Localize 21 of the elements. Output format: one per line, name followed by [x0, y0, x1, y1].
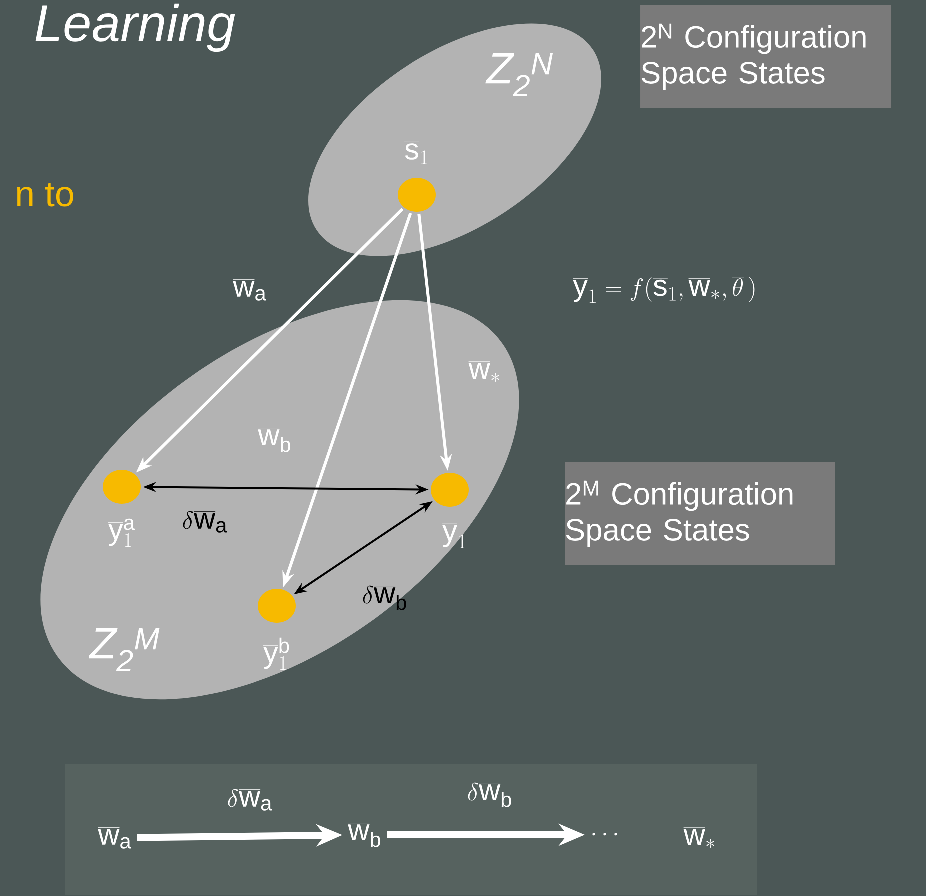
formula: $\cdots$: [592, 833, 618, 836]
space-label: Z$_{2}$N: [486, 53, 554, 97]
state-label: $\overline{\mathrm{y}}_1^{\mathrm{b}}$: [263, 638, 290, 670]
info-box: 2$^{N}$ Configuration Space States: [640, 6, 892, 108]
state-label: $\overline{\mathrm{s}}_1$: [404, 142, 428, 164]
formula: $\overline{\mathrm{w}}_{*}$: [684, 828, 714, 848]
formula-band: [65, 764, 757, 896]
formula: $\overline{\mathrm{w}}_{\mathrm{b}}$: [348, 823, 380, 848]
formula: $\overline{\mathrm{w}}_{\mathrm{a}}$: [98, 828, 132, 849]
edge-label: $\overline{\mathrm{w}}_{*}$: [468, 362, 500, 382]
info-box: 2$^{M}$ Configuration Space States: [565, 462, 835, 566]
formula: $\overline{\mathrm{y}}_1 = f(\overline{\mathrm{s}}_1,\overline{\mathrm{w}}_{*},\overline{\theta}\,)$: [573, 277, 755, 304]
body-text: n to: [17, 183, 74, 207]
state-label: $\overline{\mathrm{y}}_1^{\mathrm{a}}$: [108, 518, 136, 548]
edge-label: $\delta\overline{\mathrm{w}}_{\mathrm{a}}$: [183, 511, 228, 533]
edge-label: $\overline{\mathrm{w}}_{\mathrm{b}}$: [258, 428, 290, 452]
space-label: Z$_{2}$M: [88, 628, 160, 672]
edge-label: $\delta\overline{\mathrm{w}}_{\mathrm{b}}$: [468, 782, 512, 808]
edge-label: $\delta\overline{\mathrm{w}}_{\mathrm{a}}$: [228, 789, 272, 811]
edge-label: $\overline{\mathrm{w}}_{\mathrm{a}}$: [233, 280, 266, 301]
heading-text: Learning: [36, 4, 236, 52]
